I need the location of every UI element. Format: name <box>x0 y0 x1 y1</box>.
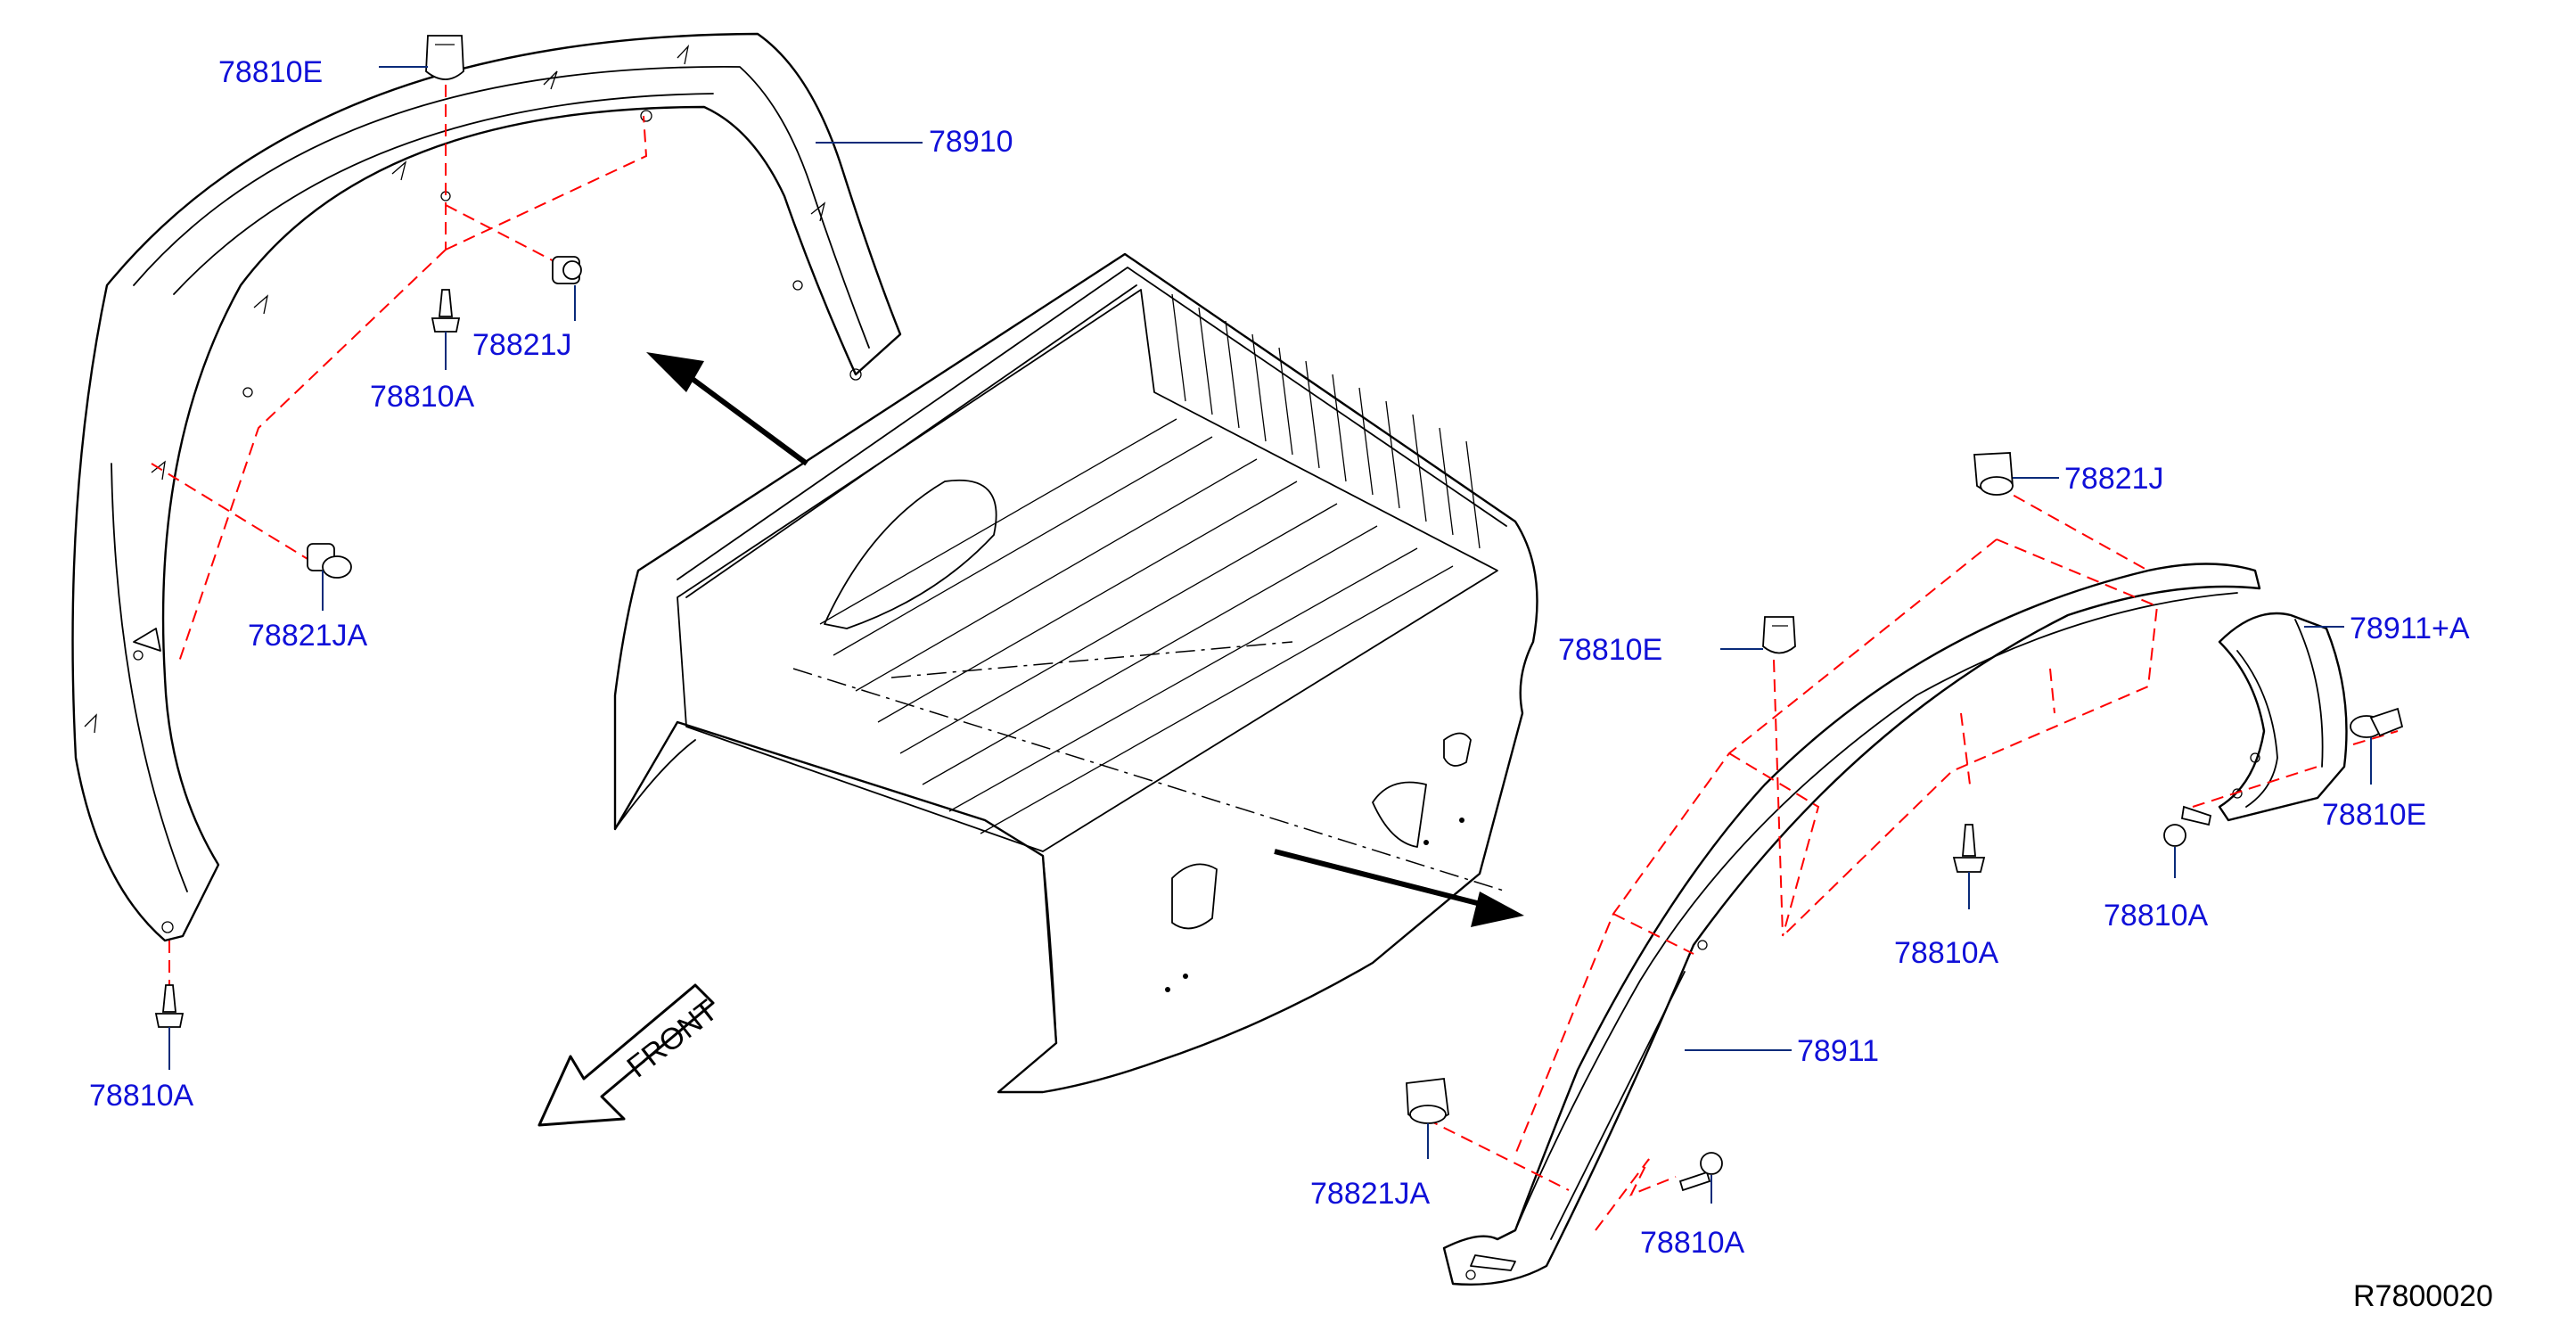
right-screw-mid-icon <box>1952 824 1986 873</box>
label-right-clip-ja: 78821JA <box>1310 1177 1431 1211</box>
label-right-flare-ext: 78911+A <box>2350 612 2470 645</box>
direction-arrow-right <box>1274 849 1524 927</box>
label-left-clip-ja: 78821JA <box>248 619 368 653</box>
label-right-clip-e2: 78810E <box>2322 798 2426 832</box>
left-clip-top-icon <box>425 35 464 80</box>
label-left-screw-mid: 78810A <box>370 380 475 414</box>
left-fender-flare <box>71 32 902 942</box>
right-clip-j-icon <box>1973 452 2014 496</box>
label-right-clip-e: 78810E <box>1558 633 1662 667</box>
label-right-screw-mid: 78810A <box>1894 936 1999 970</box>
direction-arrow-left <box>646 352 808 466</box>
label-left-clip-top: 78810E <box>218 55 323 89</box>
ref-code: R7800020 <box>2353 1279 2493 1313</box>
right-flare-extension <box>2218 612 2348 822</box>
right-clip-ja-icon <box>1406 1078 1449 1124</box>
right-fastener-dash-lines <box>1425 485 2399 1231</box>
headboard-ribs <box>1171 293 1481 549</box>
floor-ribs <box>819 418 1454 834</box>
label-right-screw-ext: 78810A <box>2104 899 2209 933</box>
label-left-screw-bottom: 78810A <box>89 1079 194 1113</box>
label-right-flare: 78911 <box>1797 1034 1879 1068</box>
front-arrow: FRONT <box>537 983 724 1127</box>
left-clip-ja-icon <box>307 543 352 579</box>
left-fastener-dash-lines <box>151 85 648 985</box>
right-fender-flare <box>1442 563 2261 1286</box>
right-screw-ext-icon <box>2163 805 2212 847</box>
right-screw-bottom-icon <box>1678 1152 1723 1192</box>
left-screw-bottom-icon <box>154 984 185 1028</box>
label-left-flare: 78910 <box>929 125 1013 159</box>
flare-tabs <box>84 44 826 734</box>
label-right-screw-bottom: 78810A <box>1640 1226 1745 1260</box>
label-right-clip-j: 78821J <box>2064 462 2164 496</box>
label-left-clip-j: 78821J <box>472 328 572 362</box>
left-clip-j-icon <box>552 256 582 284</box>
right-clip-e-icon <box>1762 616 1796 654</box>
right-clip-e2-icon <box>2350 707 2404 738</box>
left-screw-mid-icon <box>431 289 461 333</box>
truck-bed <box>613 252 1538 1094</box>
